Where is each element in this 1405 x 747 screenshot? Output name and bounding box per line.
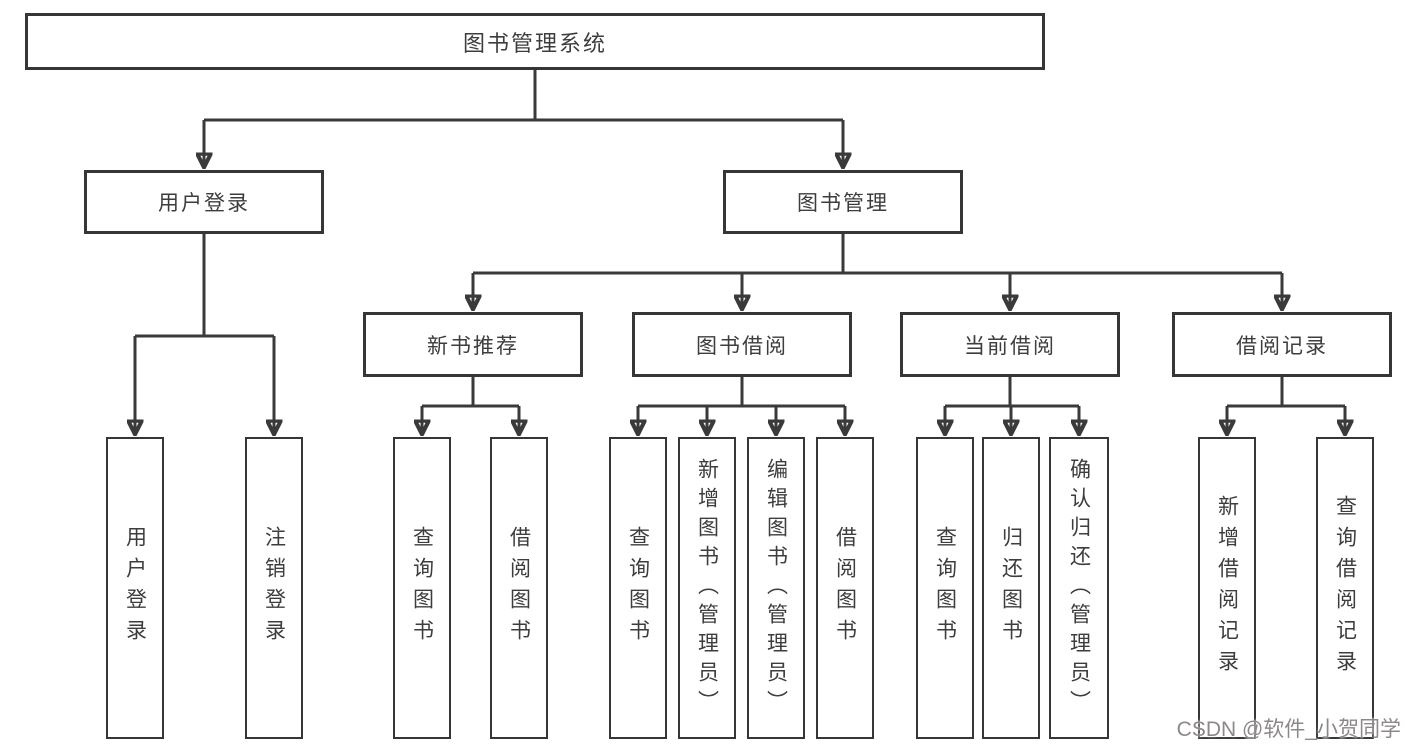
leaf-logout-login: 注销登录 (245, 437, 303, 739)
leaf-newbook-query-book: 查询图书 (393, 437, 451, 739)
node-user-login: 用户登录 (84, 170, 324, 234)
connector-skeleton (135, 70, 1345, 408)
leaf-borrow-borrow-book: 借阅图书 (816, 437, 874, 739)
node-new-book-recommend: 新书推荐 (363, 312, 583, 377)
node-book-borrow: 图书借阅 (632, 312, 852, 377)
leaf-current-confirm-return-admin: 确认归还（管理员） (1049, 437, 1109, 739)
leaf-user-login: 用户登录 (106, 437, 164, 739)
node-root: 图书管理系统 (25, 13, 1045, 70)
leaf-newbook-borrow-book: 借阅图书 (490, 437, 548, 739)
leaf-records-query-record: 查询借阅记录 (1316, 437, 1374, 739)
node-book-management: 图书管理 (723, 170, 963, 234)
csdn-watermark: CSDN @软件_小贺同学 (1176, 718, 1401, 741)
node-borrow-records: 借阅记录 (1172, 312, 1392, 377)
node-current-borrow: 当前借阅 (900, 312, 1120, 377)
leaf-current-query-book: 查询图书 (916, 437, 974, 739)
leaf-borrow-edit-book-admin: 编辑图书（管理员） (747, 437, 805, 739)
leaf-current-return-book: 归还图书 (982, 437, 1040, 739)
leaf-borrow-add-book-admin: 新增图书（管理员） (678, 437, 736, 739)
leaf-records-add-record: 新增借阅记录 (1198, 437, 1256, 739)
leaf-borrow-query-book: 查询图书 (609, 437, 667, 739)
